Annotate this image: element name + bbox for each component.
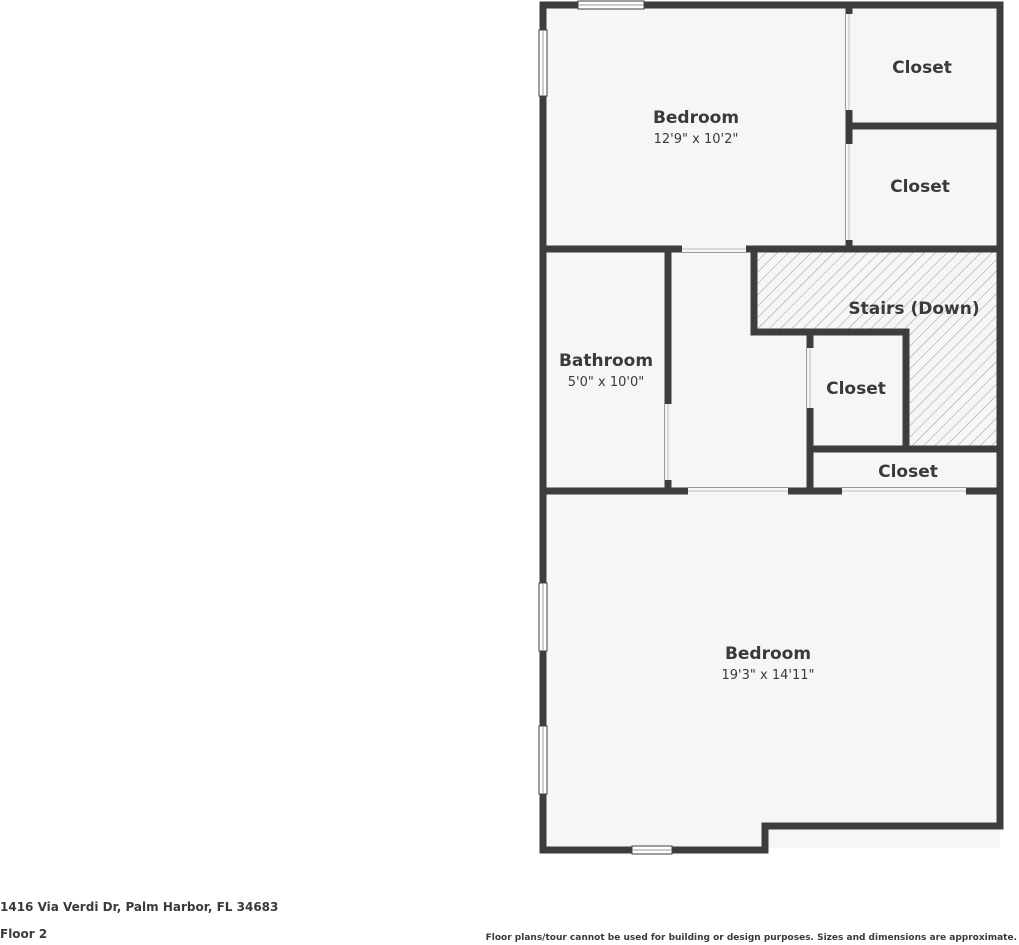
room-label-bathroom: Bathroom bbox=[559, 351, 653, 371]
room-dims-bedroom-bottom: 19'3" x 14'11" bbox=[722, 668, 815, 683]
room-label-stairs: Stairs (Down) bbox=[848, 299, 979, 319]
stairs-hatch bbox=[757, 252, 998, 447]
room-label-bedroom-top: Bedroom bbox=[653, 108, 739, 128]
room-dims-bedroom-top: 12'9" x 10'2" bbox=[654, 132, 739, 147]
room-label-closet-d: Closet bbox=[878, 462, 938, 482]
room-label-closet-a: Closet bbox=[892, 58, 952, 78]
room-label-closet-c: Closet bbox=[826, 379, 886, 399]
disclaimer: Floor plans/tour cannot be used for buil… bbox=[485, 933, 1017, 943]
room-label-closet-b: Closet bbox=[890, 177, 950, 197]
floor-label: Floor 2 bbox=[0, 927, 48, 941]
room-label-bedroom-bottom: Bedroom bbox=[725, 644, 811, 664]
property-address: 1416 Via Verdi Dr, Palm Harbor, FL 34683 bbox=[0, 900, 279, 914]
room-dims-bathroom: 5'0" x 10'0" bbox=[568, 375, 644, 390]
openings bbox=[538, 0, 966, 855]
